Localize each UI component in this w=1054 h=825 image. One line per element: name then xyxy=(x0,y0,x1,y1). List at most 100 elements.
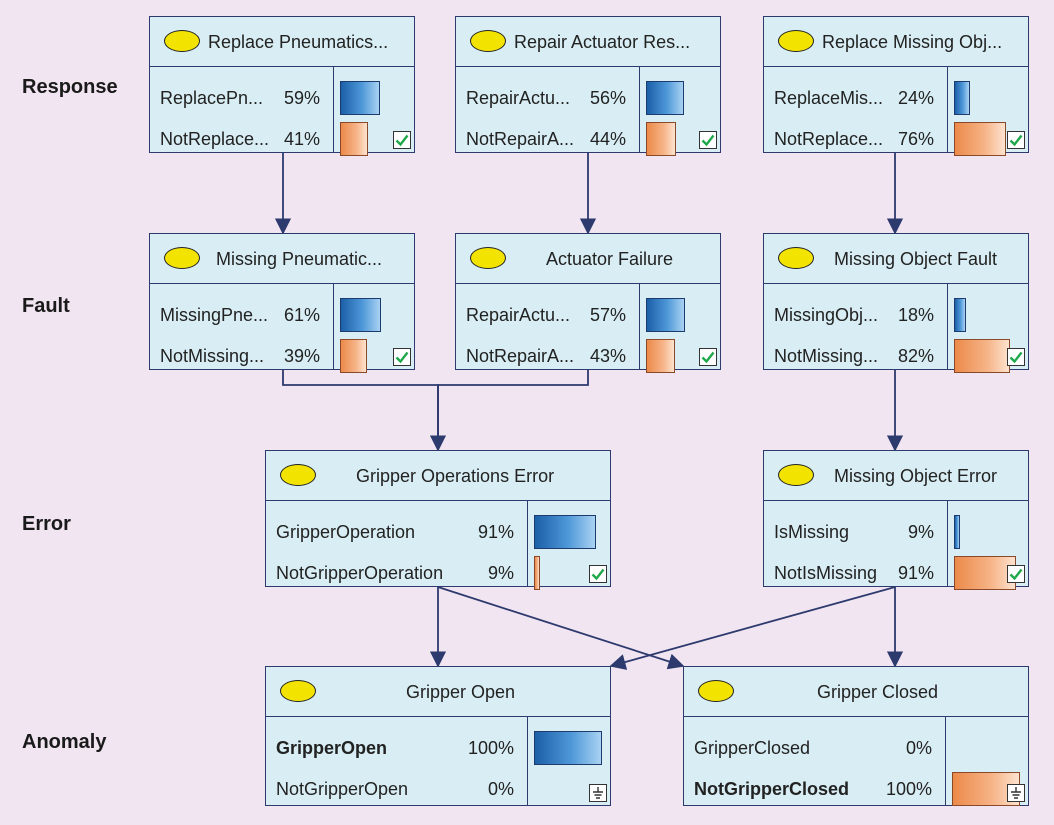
node-replace-pneumatics[interactable]: Replace Pneumatics...ReplacePn...59%NotR… xyxy=(149,16,415,156)
state-percent: 39% xyxy=(283,346,320,366)
belief-bar xyxy=(954,298,966,332)
edge-actuator-failure-to-gripper-operations-error xyxy=(437,370,589,450)
check-icon[interactable] xyxy=(1007,348,1025,366)
check-icon[interactable] xyxy=(699,131,717,149)
state-percent: 43% xyxy=(589,346,626,366)
belief-bar-column xyxy=(333,67,414,152)
belief-bar xyxy=(340,122,368,156)
state-name: GripperOpen xyxy=(276,738,388,758)
node-header[interactable]: Gripper Closed xyxy=(684,667,1028,717)
belief-bar xyxy=(954,515,960,549)
node-oval-icon xyxy=(778,247,814,269)
check-icon[interactable] xyxy=(1007,565,1025,583)
state-percent: 9% xyxy=(907,522,934,542)
belief-bar-column xyxy=(639,284,720,369)
state-name: NotGripperOperation xyxy=(276,563,444,583)
ground-icon[interactable] xyxy=(589,784,607,802)
row-label-anomaly: Anomaly xyxy=(22,731,107,753)
edge-missing-pneumatic-to-gripper-operations-error xyxy=(282,370,447,452)
state-name: NotReplace... xyxy=(160,129,270,149)
state-name: ReplaceMis... xyxy=(774,88,884,108)
belief-bar-column xyxy=(527,717,610,805)
check-icon[interactable] xyxy=(1007,131,1025,149)
state-percent: 56% xyxy=(589,88,626,108)
node-header[interactable]: Gripper Operations Error xyxy=(266,451,610,501)
node-header[interactable]: Replace Missing Obj... xyxy=(764,17,1028,67)
node-header[interactable]: Missing Pneumatic... xyxy=(150,234,414,284)
edge-gripper-operations-error-to-gripper-closed xyxy=(437,586,685,670)
node-missing-pneumatic[interactable]: Missing Pneumatic...MissingPne...61%NotM… xyxy=(149,233,415,373)
state-name: NotRepairA... xyxy=(466,129,575,149)
row-label-error: Error xyxy=(22,513,71,535)
node-repair-actuator[interactable]: Repair Actuator Res... RepairActu... 56% No… xyxy=(455,16,721,156)
node-header[interactable]: Replace Pneumatics... xyxy=(150,17,414,67)
node-header[interactable]: Missing Object Error xyxy=(764,451,1028,501)
node-title: Gripper Operations Error xyxy=(356,466,555,486)
state-percent: 91% xyxy=(897,563,934,583)
check-icon[interactable] xyxy=(589,565,607,583)
state-name: NotIsMissing xyxy=(774,563,878,583)
node-title: Gripper Open xyxy=(406,682,516,702)
state-percent: 44% xyxy=(589,129,626,149)
state-percent: 100% xyxy=(885,779,932,799)
state-percent: 76% xyxy=(897,129,934,149)
belief-bar xyxy=(954,122,1006,156)
belief-bar-column xyxy=(639,67,720,152)
belief-bar xyxy=(340,81,380,115)
node-states: IsMissing 9% NotIsMissing 91% xyxy=(764,501,1028,590)
node-states: ReplacePn...59%NotReplace...41% xyxy=(150,67,414,156)
node-title: Replace Pneumatics... xyxy=(208,32,389,52)
node-title: Missing Object Fault xyxy=(834,249,998,269)
node-title: Repair Actuator Res... xyxy=(514,32,691,52)
node-header[interactable]: Gripper Open xyxy=(266,667,610,717)
state-name: NotRepairA... xyxy=(466,346,575,366)
node-states: RepairActu...57%NotRepairA...43% xyxy=(456,284,720,373)
node-states: ReplaceMis...24%NotReplace...76% xyxy=(764,67,1028,156)
state-percent: 41% xyxy=(283,129,320,149)
state-percent: 91% xyxy=(477,522,514,542)
belief-bar xyxy=(534,515,596,549)
check-icon[interactable] xyxy=(699,348,717,366)
belief-bar xyxy=(646,122,676,156)
node-oval-icon xyxy=(470,30,506,52)
node-title: Gripper Closed xyxy=(817,682,939,702)
state-percent: 61% xyxy=(283,305,320,325)
node-oval-icon xyxy=(280,680,316,702)
check-icon[interactable] xyxy=(393,348,411,366)
state-percent: 18% xyxy=(897,305,934,325)
belief-bar-column xyxy=(947,284,1028,369)
state-name: NotGripperClosed xyxy=(694,779,850,799)
node-header[interactable]: Repair Actuator Res... xyxy=(456,17,720,67)
belief-bar xyxy=(646,81,684,115)
state-percent: 24% xyxy=(897,88,934,108)
node-oval-icon xyxy=(698,680,734,702)
node-title: Missing Object Error xyxy=(834,466,998,486)
node-states: MissingObj...18%NotMissing...82% xyxy=(764,284,1028,373)
state-name: RepairActu... xyxy=(466,88,571,108)
node-replace-missing-object[interactable]: Replace Missing Obj...ReplaceMis...24%No… xyxy=(763,16,1029,156)
state-name: IsMissing xyxy=(774,522,850,542)
ground-icon[interactable] xyxy=(1007,784,1025,802)
node-header[interactable]: Missing Object Fault xyxy=(764,234,1028,284)
state-percent: 0% xyxy=(487,779,514,799)
belief-bar xyxy=(534,731,602,765)
belief-bar xyxy=(646,298,685,332)
check-icon[interactable] xyxy=(393,131,411,149)
node-oval-icon xyxy=(778,30,814,52)
state-name: ReplacePn... xyxy=(160,88,264,108)
node-header[interactable]: Actuator Failure xyxy=(456,234,720,284)
state-percent: 0% xyxy=(905,738,932,758)
node-states: RepairActu... 56% NotRepairA... 44% xyxy=(456,67,720,156)
state-name: NotMissing... xyxy=(774,346,879,366)
state-percent: 100% xyxy=(467,738,514,758)
state-percent: 82% xyxy=(897,346,934,366)
